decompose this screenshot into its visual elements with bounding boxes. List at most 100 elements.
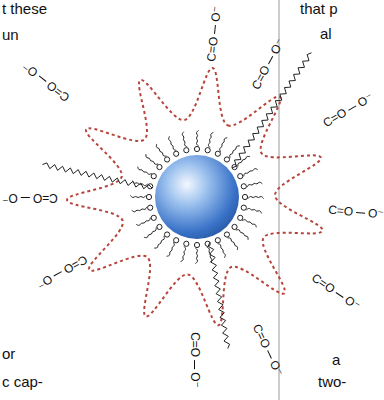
ligand-head [224, 157, 229, 162]
ligand-tail [196, 130, 198, 146]
ligand-head [174, 238, 179, 243]
ligand-head [215, 238, 220, 243]
ligand-head [148, 184, 153, 189]
ligand-head [232, 224, 237, 229]
ligand-tail [242, 220, 256, 228]
ligand-head [194, 146, 199, 151]
oxide-label: O⁻ [35, 273, 55, 291]
ligand-head [205, 148, 210, 153]
ligand-head [157, 224, 162, 229]
bond-line [348, 105, 356, 110]
ligand-tail [132, 207, 147, 212]
ligand-head [241, 205, 246, 210]
ligand-tail [146, 154, 158, 164]
ligand-head [184, 241, 189, 246]
ligand-tail [130, 195, 146, 197]
carboxylate-group: C=OO⁻ [189, 332, 201, 388]
ligand-tail [218, 244, 226, 258]
ligand-tail [238, 156, 250, 166]
ligand-head [157, 164, 162, 169]
ligand-head [205, 241, 210, 246]
ligand-tail [136, 218, 150, 226]
column-text-fragment: two- [318, 374, 346, 391]
ligand-head [184, 148, 189, 153]
carboxylate-group: C=O O⁻ [2, 192, 58, 204]
ligand-tail [228, 238, 238, 250]
ligand-head [146, 194, 151, 199]
ligand-head [148, 205, 153, 210]
carbonyl-label: C=O [205, 36, 220, 62]
oxide-label: O⁻ [368, 207, 384, 220]
oxide-label: O⁻ [189, 372, 201, 388]
oxide-label: O⁻ [343, 294, 363, 313]
ligand-tail [207, 247, 212, 262]
ligand-head [194, 242, 199, 247]
oxide-label: O⁻ [268, 358, 285, 377]
oxide-label: O⁻ [268, 37, 286, 56]
carboxylate-group: C=O O⁻ [35, 253, 90, 290]
ligand-tail [181, 246, 186, 261]
carbonyl-label: C=O [321, 106, 349, 129]
bond-line [214, 25, 216, 34]
carbonyl-label: C=O [45, 79, 72, 104]
carboxylate-group: C=O O⁻ [321, 91, 375, 129]
ligand-head [151, 215, 156, 220]
ligand-head [238, 174, 243, 179]
column-text-fragment: t these [2, 1, 47, 18]
ligand-head [215, 151, 220, 156]
carbonyl-label: C=O [328, 204, 354, 218]
ligand-head [164, 232, 169, 237]
dashed-shell [67, 68, 323, 325]
carbonyl-label: C=O [250, 64, 272, 92]
bond-line [21, 198, 30, 199]
long-chains [42, 53, 311, 349]
ligand-tail [208, 132, 213, 147]
ligand-head [224, 232, 229, 237]
carboxylate-group: C=OO⁻ [20, 60, 71, 104]
dashed-star-outline [67, 68, 323, 325]
bond-line [195, 360, 196, 369]
ligand-tail [132, 181, 147, 186]
ligand-head [238, 215, 243, 220]
bond-line [356, 212, 365, 214]
ligand-tail [246, 208, 261, 213]
column-text-fragment: a [332, 352, 340, 369]
ligand-head [151, 174, 156, 179]
ligand-tail [138, 167, 152, 175]
column-text-fragment: that p [300, 1, 338, 18]
ligand-tail [248, 196, 264, 198]
ligand-tail [156, 144, 166, 156]
column-text-fragment: c cap- [2, 374, 43, 391]
column-divider [279, 0, 280, 400]
ligand-head [174, 151, 179, 156]
ligand-head [164, 157, 169, 162]
ligand-tail [244, 169, 258, 177]
ligand-head [241, 184, 246, 189]
oxide-label: O⁻ [356, 91, 376, 109]
ligand-tail [154, 236, 164, 248]
oxide-label: O⁻ [2, 192, 18, 204]
ligand-head [232, 164, 237, 169]
ligand-tail [230, 146, 240, 158]
ligand-tail [144, 228, 156, 238]
ligand-tail [236, 230, 248, 240]
bond-line [38, 76, 46, 82]
ligand-tail [220, 138, 228, 152]
carboxylate-group: C=OO⁻ [310, 271, 363, 312]
bond-line [268, 56, 273, 64]
column-text-fragment: al [320, 26, 332, 43]
carbonyl-label: C=O [33, 192, 58, 204]
alkyl-chain [232, 53, 311, 168]
ligand-shell [130, 130, 263, 263]
nanoparticle-core [155, 155, 239, 239]
column-text-fragment: or [2, 346, 15, 363]
bond-line [336, 292, 344, 298]
bond-line [54, 272, 62, 277]
bond-line [268, 350, 273, 359]
alkyl-chain [42, 163, 152, 189]
ligand-tail [167, 242, 175, 256]
oxide-label: O⁻ [209, 6, 223, 23]
ligand-tail [182, 132, 187, 147]
carbonyl-label: C=O [62, 253, 90, 276]
